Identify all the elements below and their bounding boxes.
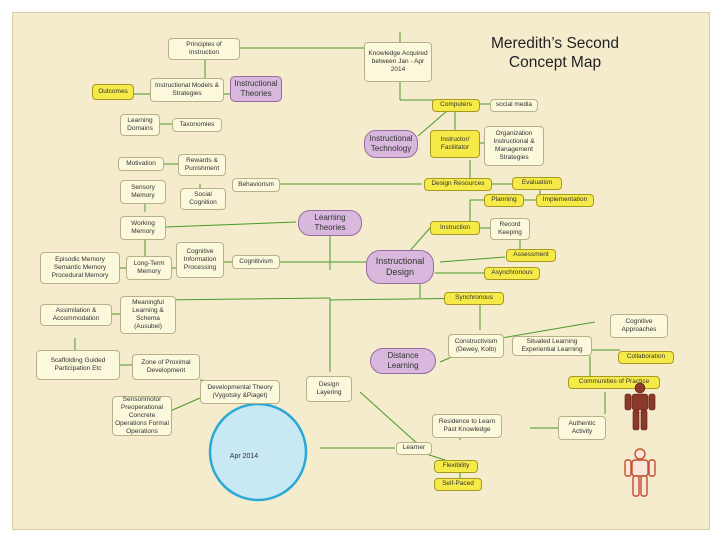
node-outcomes: Outcomes — [92, 84, 134, 100]
node-longterm: Long-Term Memory — [126, 256, 172, 280]
node-apr: Apr 2014 — [229, 452, 259, 460]
node-cognitivism: Cognitivism — [232, 255, 280, 269]
node-social-cog: Social Cognition — [180, 188, 226, 210]
node-collaboration: Collaboration — [618, 351, 674, 364]
node-rewards: Rewards & Punishment — [178, 154, 226, 176]
node-organization: Organization Instructional & Management … — [484, 126, 544, 166]
node-scaffolding: Scaffolding Guided Participation Etc — [36, 350, 120, 380]
node-tech: Instructional Technology — [364, 130, 418, 158]
node-synchronous: Synchronous — [444, 292, 504, 305]
node-theories: Instructional Theories — [230, 76, 282, 102]
node-cog-approaches: Cognitive Approaches — [610, 314, 668, 338]
node-behaviorism: Behaviorism — [232, 178, 280, 192]
node-constructivism: Constructivism (Dewey, Kolb) — [448, 334, 504, 358]
node-planning: Planning — [484, 194, 524, 207]
node-knowledge: Knowledge Acquired between Jan - Apr 201… — [364, 42, 432, 82]
apr-bubble — [208, 402, 308, 502]
node-learning-theories: Learning Theories — [298, 210, 362, 236]
person-brown-icon — [624, 382, 656, 431]
node-record: Record Keeping — [490, 218, 530, 240]
node-assessment: Assessment — [506, 249, 556, 262]
node-meaningful: Meaningful Learning & Schema (Ausubel) — [120, 296, 176, 334]
node-social: social media — [490, 99, 538, 112]
node-models: Instructional Models & Strategies — [150, 78, 224, 102]
node-motivation: Motivation — [118, 157, 164, 171]
node-design-resources: Design Resources — [424, 178, 492, 191]
node-stages: Sensorimotor Preoperational Concrete Ope… — [112, 396, 172, 436]
node-self-paced: Self-Paced — [434, 478, 482, 491]
node-principles: Principles of Instruction — [168, 38, 240, 60]
person-outline-icon — [624, 448, 656, 497]
node-design-layering: Design Layering — [306, 376, 352, 402]
node-facilitator: Instructor/ Facilitator — [430, 130, 480, 158]
node-evaluation: Evaluation — [512, 177, 562, 190]
node-cip: Cognitive Information Processing — [176, 242, 224, 278]
node-taxonomies: Taxonomies — [172, 118, 222, 132]
map-title: Meredith’s Second Concept Map — [490, 35, 620, 72]
node-sensory: Sensory Memory — [120, 180, 166, 204]
node-instruction: Instruction — [430, 221, 480, 235]
node-working: Working Memory — [120, 216, 166, 240]
node-zpd: Zone of Proximal Development — [132, 354, 200, 380]
node-distance: Distance Learning — [370, 348, 436, 374]
node-design: Instructional Design — [366, 250, 434, 284]
node-assimilation: Assimilation & Accommodation — [40, 304, 112, 326]
node-computers: Computers — [432, 99, 480, 112]
node-domains: Learning Domains — [120, 114, 160, 136]
node-implementation: Implementation — [536, 194, 594, 207]
node-episodic: Episodic Memory Semantic Memory Procedur… — [40, 252, 120, 284]
node-residence: Residence to Learn Past Knowledge — [432, 414, 502, 438]
node-authentic: Authentic Activity — [558, 416, 606, 440]
node-developmental: Developmental Theory (Vygotsky &Piaget) — [200, 380, 280, 404]
node-asynchronous: Asynchronous — [484, 267, 540, 280]
node-situated: Situated Learning Experiential Learning — [512, 336, 592, 356]
node-learner: Learner — [396, 442, 432, 455]
node-flexibility: Flexibility — [434, 460, 478, 473]
